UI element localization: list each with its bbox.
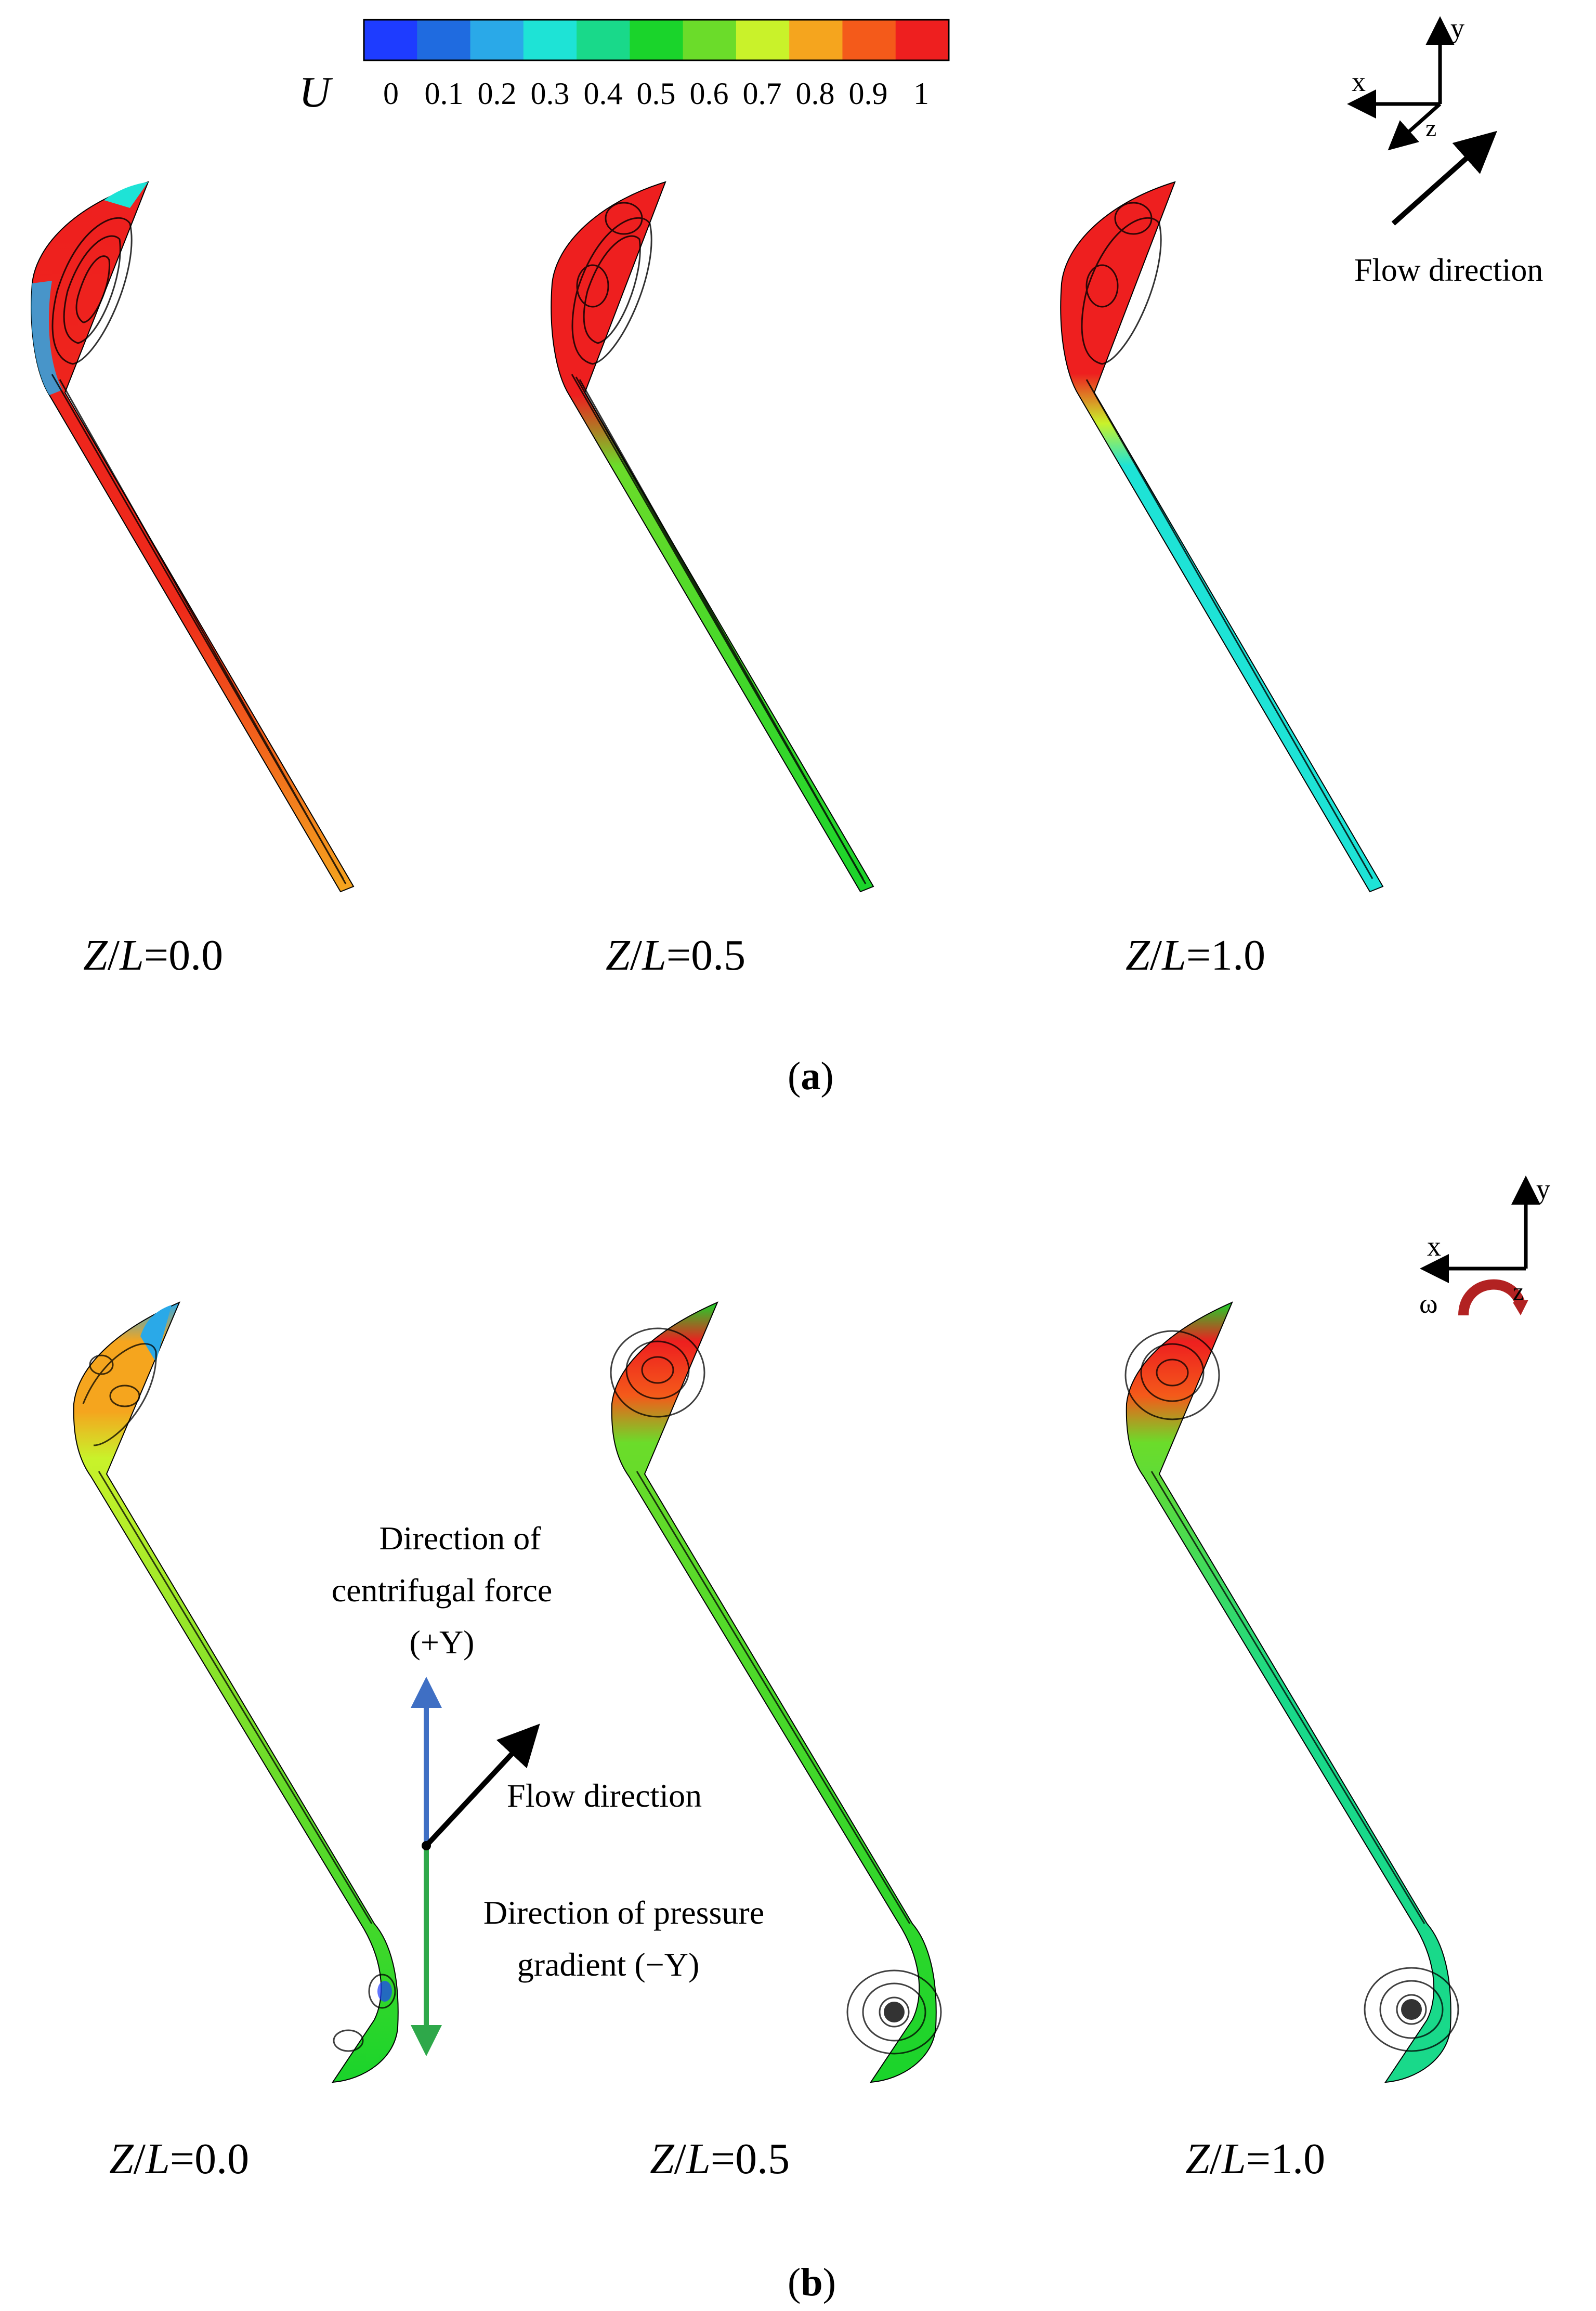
legend-swatch bbox=[417, 20, 471, 60]
flow-direction-arrow bbox=[1391, 130, 1497, 226]
section-label-b-1: Z/L=0.5 bbox=[650, 2135, 790, 2183]
axis-triad-a bbox=[1347, 16, 1497, 226]
legend-colorbar bbox=[363, 19, 950, 61]
section-b-z1.0 bbox=[1124, 1301, 1459, 2083]
y-axis-label: y bbox=[1450, 12, 1464, 44]
panel-b: y x z ω bbox=[73, 1173, 1550, 2304]
legend-swatch bbox=[523, 20, 577, 60]
legend-tick-label: 0.4 bbox=[584, 76, 623, 111]
legend-swatch bbox=[683, 20, 737, 60]
flow-direction-label: Flow direction bbox=[1354, 253, 1543, 288]
centrifugal-label-1: Direction of bbox=[380, 1520, 542, 1557]
flow-direction-arrow-b bbox=[424, 1724, 540, 1848]
legend-swatch bbox=[577, 20, 630, 60]
legend-frame bbox=[363, 19, 950, 61]
section-b-z0.0 bbox=[73, 1301, 399, 2083]
legend-tick-label: 0.6 bbox=[690, 76, 729, 111]
legend-tick-labels: 0 0.1 0.2 0.3 0.4 0.5 0.6 0.7 0.8 0.9 1 bbox=[383, 76, 929, 111]
z-axis-label-b: z bbox=[1513, 1278, 1524, 1305]
force-diagram bbox=[411, 1677, 540, 2056]
y-axis-label-b: y bbox=[1536, 1173, 1550, 1205]
rotation-omega-icon bbox=[1458, 1279, 1526, 1316]
legend-tick-label: 0.2 bbox=[478, 76, 517, 111]
centrifugal-label-2: centrifugal force bbox=[332, 1572, 553, 1609]
pressure-label-1: Direction of pressure bbox=[483, 1894, 764, 1931]
legend-tick-label: 0.3 bbox=[531, 76, 570, 111]
legend-swatch bbox=[895, 20, 949, 60]
section-label-a-2: Z/L=1.0 bbox=[1126, 931, 1265, 980]
legend-tick-label: 0.1 bbox=[425, 76, 464, 111]
legend-symbol: U bbox=[299, 68, 333, 116]
section-b-z0.5 bbox=[610, 1301, 942, 2083]
legend-tick-label: 0.5 bbox=[637, 76, 676, 111]
legend-swatch bbox=[470, 20, 524, 60]
legend-swatch bbox=[630, 20, 684, 60]
legend-tick-label: 0 bbox=[383, 76, 399, 111]
legend-swatch bbox=[736, 20, 790, 60]
section-a-z0.5 bbox=[551, 181, 874, 893]
omega-label: ω bbox=[1419, 1288, 1438, 1319]
axis-triad-b bbox=[1420, 1176, 1540, 1283]
section-label-a-1: Z/L=0.5 bbox=[606, 931, 745, 980]
panel-a: y x z Flow direction bbox=[31, 12, 1543, 1098]
section-a-z1.0 bbox=[1060, 181, 1384, 893]
legend-tick-label: 1 bbox=[913, 76, 929, 111]
z-axis-label: z bbox=[1425, 114, 1436, 142]
legend-swatch bbox=[364, 20, 417, 60]
legend-swatch bbox=[842, 20, 896, 60]
force-origin-dot bbox=[422, 1841, 431, 1850]
color-legend: U 0 0.1 0.2 0.3 0.4 0.5 0.6 0.7 0.8 0.9 1 bbox=[299, 19, 950, 116]
caption-b: (b) bbox=[788, 2261, 836, 2304]
section-label-b-2: Z/L=1.0 bbox=[1185, 2135, 1325, 2183]
legend-tick-label: 0.7 bbox=[743, 76, 782, 111]
x-axis-label-b: x bbox=[1427, 1231, 1441, 1262]
section-label-b-0: Z/L=0.0 bbox=[109, 2135, 249, 2183]
pressure-label-2: gradient (−Y) bbox=[517, 1946, 700, 1983]
x-axis-label: x bbox=[1352, 66, 1366, 97]
legend-swatch bbox=[789, 20, 843, 60]
legend-tick-label: 0.9 bbox=[849, 76, 888, 111]
section-label-a-0: Z/L=0.0 bbox=[83, 931, 223, 980]
section-a-z0.0 bbox=[31, 181, 355, 893]
z-axis-arrow bbox=[1388, 102, 1442, 151]
rotation-arrowhead-icon bbox=[1513, 1300, 1528, 1315]
legend-tick-label: 0.8 bbox=[796, 76, 835, 111]
flow-direction-label-b: Flow direction bbox=[507, 1777, 702, 1814]
caption-a: (a) bbox=[788, 1054, 834, 1098]
centrifugal-label-3: (+Y) bbox=[410, 1624, 475, 1661]
